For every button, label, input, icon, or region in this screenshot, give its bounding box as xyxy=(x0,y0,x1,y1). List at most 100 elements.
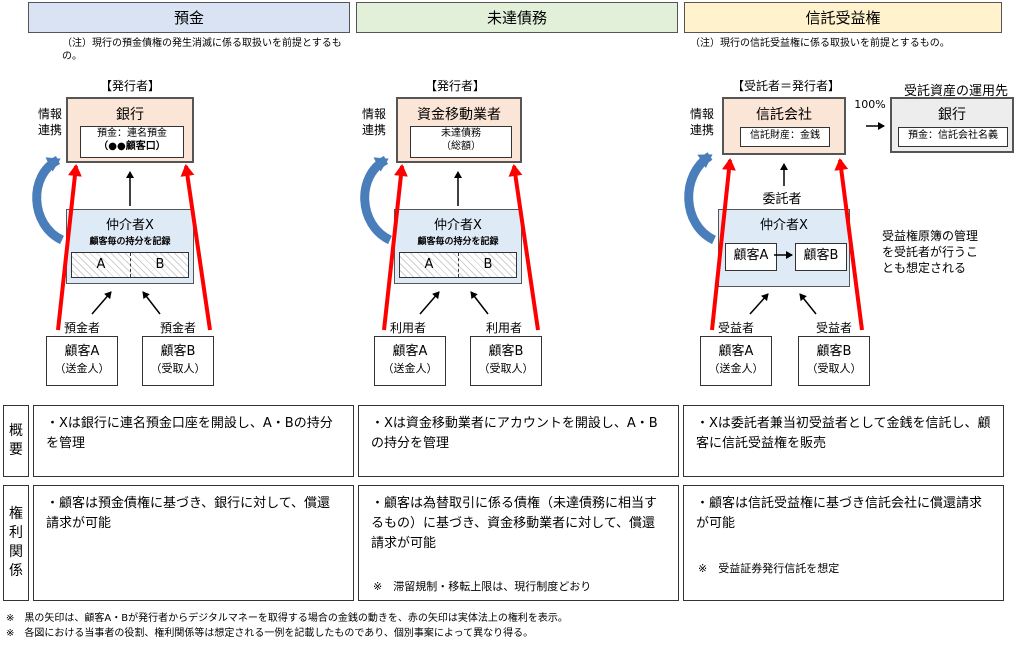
entrustor-label: 委託者 xyxy=(762,192,802,207)
money-flow-arrow xyxy=(799,293,817,315)
deposit-note: （注）現行の預金債権の発生消滅に係る取扱いを前提とするもの。 xyxy=(62,38,342,62)
customer-role: （受取人） xyxy=(478,362,534,375)
intermediary-box: 仲介者X 顧客A 顧客B xyxy=(718,209,850,287)
issuer-inner: 未達債務 （総額） xyxy=(410,126,512,158)
inner-line: 信託財産：金銭 xyxy=(750,130,820,141)
customer-a-box: 顧客A （送金人） xyxy=(46,336,118,386)
intermediary-title: 仲介者X xyxy=(760,218,808,233)
column-header-undelivered: 未達債務 xyxy=(356,2,678,33)
rights-cell-undelivered: ・顧客は為替取引に係る債権（未達債務に相当するもの）に基づき、資金移動業者に対し… xyxy=(358,485,679,601)
intermediary-subtitle: 顧客毎の持分を記録 xyxy=(417,237,499,247)
issuer-name: 信託会社 xyxy=(756,107,812,123)
money-flow-arrow xyxy=(749,293,769,315)
column-header-deposit: 預金 xyxy=(28,2,350,33)
customer-role: （送金人） xyxy=(382,362,438,375)
issuer-box-trust-company: 信託会社 信託財産：金銭 xyxy=(722,97,846,155)
row-label-char: 関 xyxy=(9,544,23,560)
footnote-1: ※ 黒の矢印は、顧客A・Bが発行者からデジタルマネーを取得する場合の金銭の動きを… xyxy=(6,613,568,624)
issuer-caption: 【受託者＝発行者】 xyxy=(731,79,840,93)
intermediary-title: 仲介者X xyxy=(434,218,482,233)
customer-name: 顧客A xyxy=(64,344,100,359)
registry-note-line: とも想定される xyxy=(882,261,967,275)
footnote-2: ※ 各図における当事者の役割、権利関係等は想定される一例を記載したものであり、個… xyxy=(6,628,534,639)
summary-cell-deposit: ・Xは銀行に連名預金口座を開設し、A・Bの持分を管理 xyxy=(33,405,354,477)
info-link-arrow xyxy=(360,155,393,245)
issuer-inner: 預金：連名預金 （●●顧客口） xyxy=(80,126,184,158)
dest-caption: 受託資産の運用先 xyxy=(903,84,1008,99)
rights-note: ※ 受益証券発行信託を想定 xyxy=(698,562,840,575)
column-header-trust: 信託受益権 xyxy=(684,2,1002,33)
customer-name: 顧客B xyxy=(816,344,852,359)
customer-role: （送金人） xyxy=(708,362,764,375)
registry-note-line: 受益権原簿の管理 xyxy=(882,229,979,243)
customer-name: 顧客A xyxy=(718,344,754,359)
money-flow-arrow xyxy=(470,291,489,315)
rights-text: ・顧客は預金債権に基づき、銀行に対して、償還請求が可能 xyxy=(46,496,331,531)
inner-line: （●●顧客口） xyxy=(98,141,166,152)
customer-role: （受取人） xyxy=(150,362,206,375)
rights-cell-trust: ・顧客は信託受益権に基づき信託会社に償還請求が可能 ※ 受益証券発行信託を想定 xyxy=(683,485,1004,601)
intermediary-title: 仲介者X xyxy=(106,218,154,233)
row-label-char: 権 xyxy=(9,506,23,522)
customer-b-box: 顧客B （受取人） xyxy=(470,336,542,386)
customer-name: 顧客A xyxy=(392,344,428,359)
summary-cell-trust: ・Xは委託者兼当初受益者として金銭を信託し、顧客に信託受益権を販売 xyxy=(683,405,1004,477)
dest-box-bank: 銀行 預金：信託会社名義 xyxy=(890,97,1014,153)
header-label: 信託受益権 xyxy=(805,9,881,27)
customer-b-box: 顧客B （受取人） xyxy=(798,336,870,386)
role-label-a: 利用者 xyxy=(389,321,426,335)
customer-a-box: 顧客A （送金人） xyxy=(374,336,446,386)
summary-cell-undelivered: ・Xは資金移動業者にアカウントを開設し、A・Bの持分を管理 xyxy=(358,405,679,477)
ledger-divider xyxy=(458,253,459,277)
issuer-inner: 信託財産：金銭 xyxy=(740,127,830,147)
share-b: B xyxy=(483,257,493,272)
issuer-box-bank: 銀行 預金：連名預金 （●●顧客口） xyxy=(66,97,194,163)
rights-text: ・顧客は信託受益権に基づき信託会社に償還請求が可能 xyxy=(696,496,983,531)
percent-label: 100% xyxy=(854,98,886,111)
registry-note-line: を受託者が行うこ xyxy=(882,245,979,259)
info-link-label: 情報連携 xyxy=(689,107,714,137)
share-b: B xyxy=(155,257,165,272)
header-label: 預金 xyxy=(173,9,204,27)
intermediary-box: 仲介者X 顧客毎の持分を記録 A B xyxy=(66,209,194,284)
ledger-divider xyxy=(130,253,131,277)
info-link-arrow xyxy=(684,152,717,245)
share-ledger: A B xyxy=(71,252,189,278)
share-a: A xyxy=(96,257,106,272)
issuer-caption: 【発行者】 xyxy=(99,79,160,93)
role-label-a: 預金者 xyxy=(63,321,100,335)
inner-line: 預金：連名預金 xyxy=(97,128,167,139)
customer-role: （受取人） xyxy=(806,362,862,375)
issuer-name: 資金移動業者 xyxy=(417,107,501,123)
rights-cell-deposit: ・顧客は預金債権に基づき、銀行に対して、償還請求が可能 xyxy=(33,485,354,601)
dest-name: 銀行 xyxy=(938,107,966,123)
info-link-label: 情報連携 xyxy=(361,107,386,137)
issuer-caption: 【発行者】 xyxy=(424,79,485,93)
intermediary-subtitle: 顧客毎の持分を記録 xyxy=(89,237,171,247)
trust-customer-b: 顧客B xyxy=(795,243,847,271)
customer-a-box: 顧客A （送金人） xyxy=(700,336,772,386)
customer-name: 顧客B xyxy=(488,344,524,359)
share-ledger: A B xyxy=(399,252,517,278)
share-a: A xyxy=(424,257,434,272)
dest-inner: 預金：信託会社名義 xyxy=(898,127,1008,147)
rights-note: ※ 滞留規制・移転上限は、現行制度どおり xyxy=(373,580,592,593)
role-label-b: 預金者 xyxy=(159,321,196,335)
row-label-char: 係 xyxy=(9,563,23,579)
inner-line: 未達債務 xyxy=(441,128,481,139)
role-label-b: 利用者 xyxy=(485,321,522,335)
row-label-rights: 権 利 関 係 xyxy=(3,485,29,601)
customer-role: （送金人） xyxy=(54,362,110,375)
trust-note: （注）現行の信託受益権に係る取扱いを前提とするもの。 xyxy=(690,38,950,49)
money-flow-arrow xyxy=(419,291,440,315)
customer-name: 顧客B xyxy=(160,344,196,359)
header-label: 未達債務 xyxy=(486,9,547,27)
info-link-arrow xyxy=(32,155,65,245)
inner-line: 預金：信託会社名義 xyxy=(908,130,998,141)
inner-line: （総額） xyxy=(441,141,481,152)
issuer-box-fund-transfer: 資金移動業者 未達債務 （総額） xyxy=(396,97,522,163)
money-flow-arrow xyxy=(142,291,161,315)
customer-b-box: 顧客B （受取人） xyxy=(142,336,214,386)
row-label-char: 利 xyxy=(9,525,23,541)
role-label-a: 受益者 xyxy=(717,321,754,335)
